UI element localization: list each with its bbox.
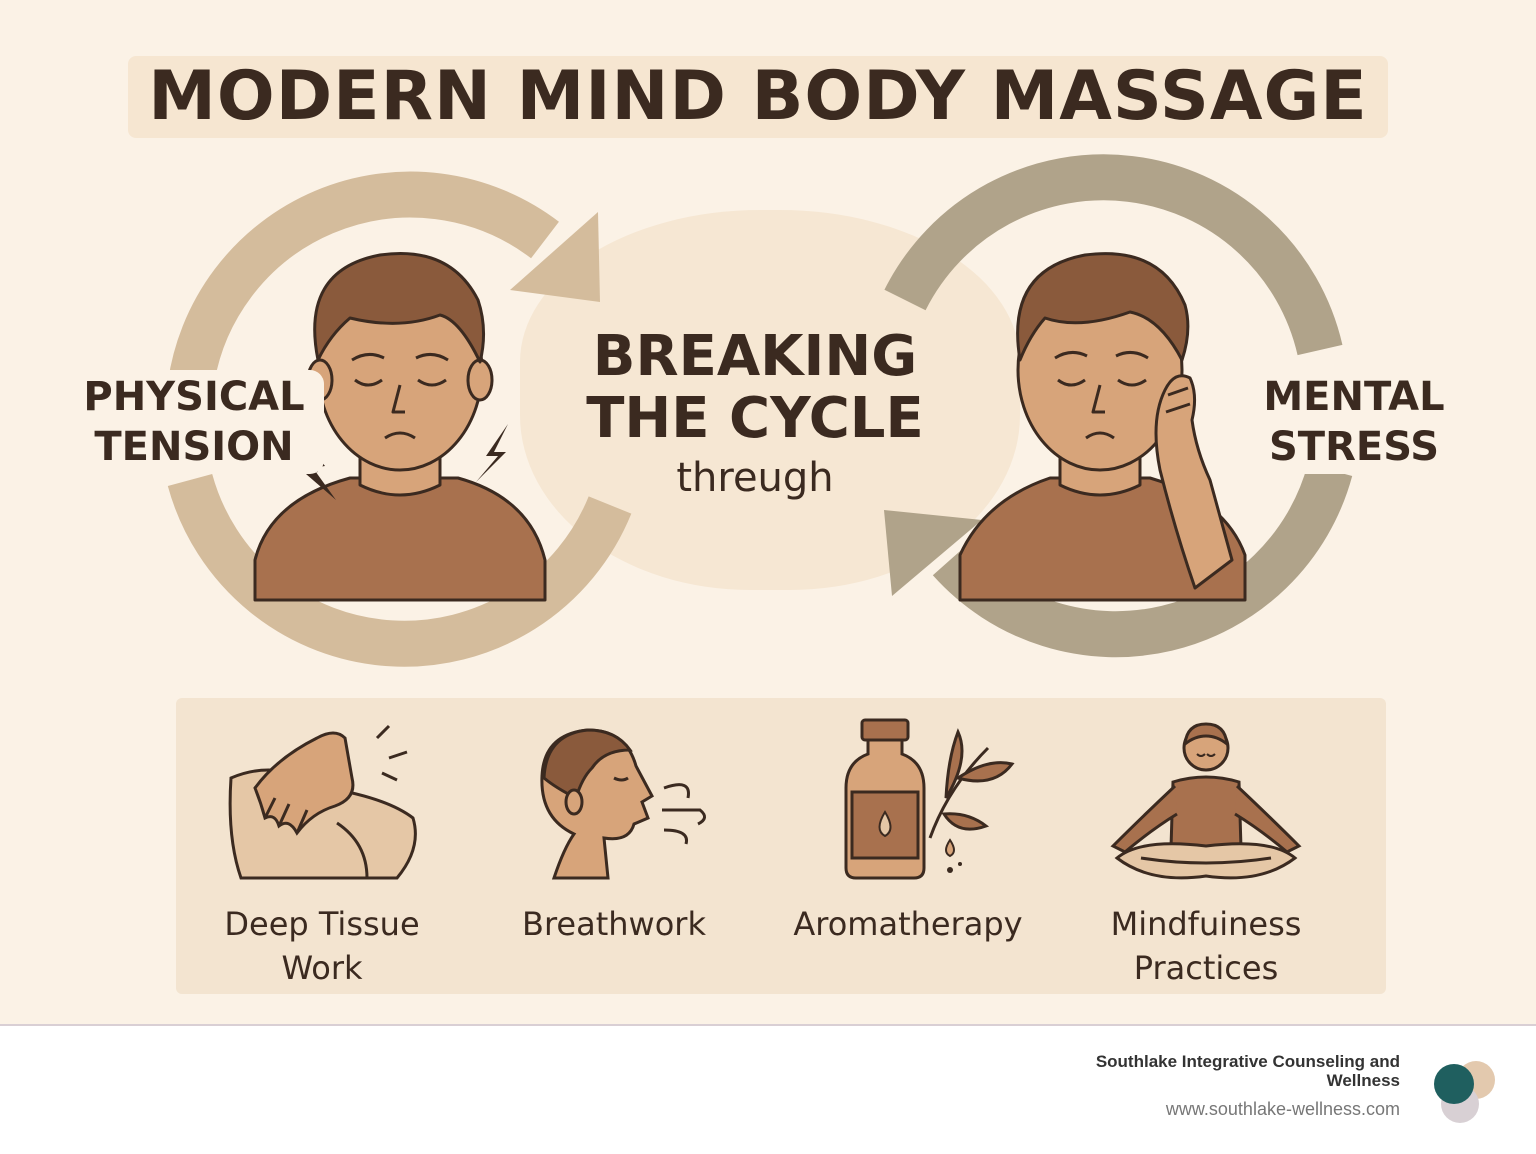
center-subtitle: threugh xyxy=(676,455,834,501)
right-nose xyxy=(1091,384,1105,414)
organization-logo-icon xyxy=(1434,1061,1495,1123)
right-mouth xyxy=(1085,431,1115,440)
left-eye-r xyxy=(417,378,447,387)
practice-label-line-1: Mindfuiness xyxy=(1110,905,1302,943)
practice-label-line-2: Practices xyxy=(1133,949,1279,987)
right-hand xyxy=(1154,374,1234,590)
practice-label: Mindfuiness Practices xyxy=(1076,902,1336,990)
stressed-person-illustration xyxy=(958,252,1247,602)
left-arrowhead xyxy=(510,212,600,302)
physical-tension-line-1: PHYSICAL xyxy=(83,374,305,420)
massage-hand-icon xyxy=(228,724,417,880)
practice-label-line-1: Deep Tissue xyxy=(224,905,420,943)
practice-label-line-1: Breathwork xyxy=(522,905,706,943)
right-brow-r xyxy=(1115,351,1149,360)
oil-bottle-icon xyxy=(844,718,1015,880)
center-line-2: THE CYCLE xyxy=(586,386,924,451)
center-line-1: BREAKING xyxy=(592,324,918,389)
left-nose xyxy=(391,384,405,414)
right-eye-r xyxy=(1117,378,1147,387)
practice-label: Deep Tissue Work xyxy=(192,902,452,990)
practice-label-line-2: Work xyxy=(281,949,363,987)
mental-stress-label: MENTAL STRESS xyxy=(1240,370,1468,474)
mental-stress-line-2: STRESS xyxy=(1268,424,1440,470)
practice-breathwork: Breathwork xyxy=(484,712,744,1002)
tense-person-illustration xyxy=(253,251,547,602)
right-hand-finger xyxy=(1165,402,1191,414)
right-arrowhead xyxy=(884,510,982,596)
left-hair xyxy=(313,251,485,364)
organization-name: Southlake Integrative Counseling and Wel… xyxy=(1095,1052,1400,1090)
left-shirt xyxy=(253,476,547,602)
meditation-figure-icon xyxy=(1110,722,1302,880)
practice-label: Aromatherapy xyxy=(778,902,1038,946)
practice-label: Breathwork xyxy=(484,902,744,946)
center-caption: BREAKING THE CYCLE threugh xyxy=(560,326,950,506)
practice-label-line-1: Aromatherapy xyxy=(793,905,1023,943)
left-cycle-arrows xyxy=(167,171,632,667)
mental-stress-line-1: MENTAL xyxy=(1263,374,1445,420)
left-eye-l xyxy=(354,378,383,387)
title-banner xyxy=(128,56,1388,138)
right-hair xyxy=(1016,252,1190,362)
practice-mindfulness: Mindfuiness Practices xyxy=(1076,712,1336,1002)
practice-deep-tissue: Deep Tissue Work xyxy=(192,712,452,1002)
physical-tension-label: PHYSICAL TENSION xyxy=(64,370,324,474)
right-lower-arc xyxy=(932,463,1353,658)
cycle-diagram xyxy=(167,154,1353,667)
left-brow-r xyxy=(415,353,449,362)
right-cycle-arrows xyxy=(884,154,1353,658)
left-mouth xyxy=(384,431,416,440)
left-ear-r xyxy=(466,358,494,402)
practice-aromatherapy: Aromatherapy xyxy=(778,712,1038,1002)
physical-tension-line-2: TENSION xyxy=(94,424,294,470)
tension-bolt-icon xyxy=(476,424,508,482)
left-upper-arc xyxy=(167,171,559,393)
website-url[interactable]: www.southlake-wellness.com xyxy=(1165,1099,1400,1119)
left-brow-l xyxy=(351,353,385,362)
right-hand-finger xyxy=(1167,386,1189,397)
page-title: MODERN MIND BODY MASSAGE xyxy=(148,57,1368,136)
right-brow-l xyxy=(1054,351,1088,360)
left-lower-arc xyxy=(167,473,632,667)
breathing-head-icon xyxy=(540,728,706,880)
right-upper-arc xyxy=(884,154,1343,356)
footer-divider xyxy=(0,1024,1536,1026)
right-eye-l xyxy=(1057,378,1086,387)
